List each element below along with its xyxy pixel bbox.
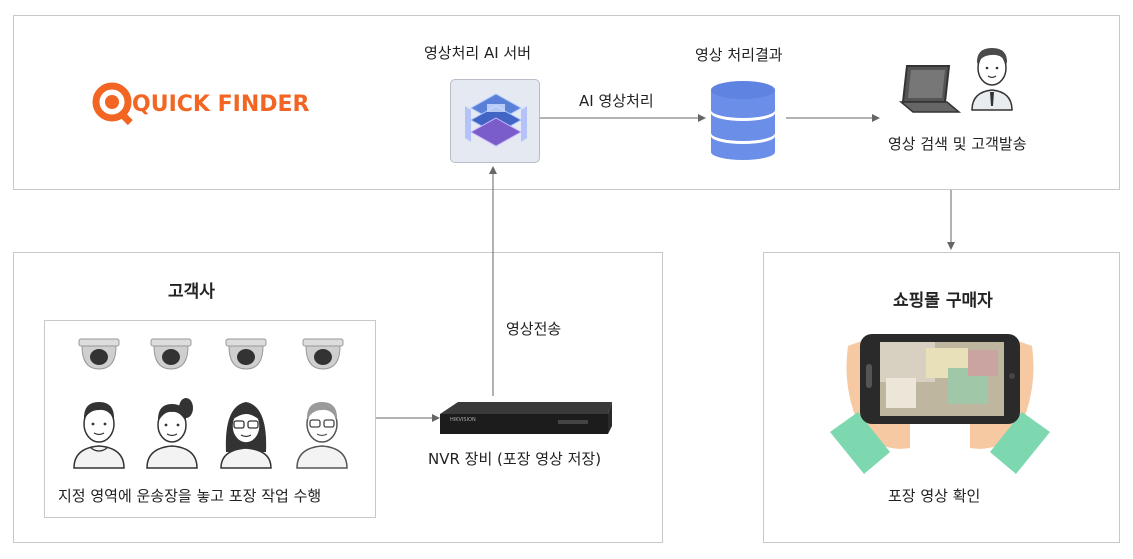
server-label: 영상처리 AI 서버 xyxy=(424,44,532,62)
man-avatar-icon xyxy=(971,48,1013,111)
arrow-ai-process xyxy=(540,114,706,122)
dome-camera-icon xyxy=(150,338,192,370)
ai-server-icon xyxy=(450,79,540,163)
quick-finder-logo: QUICK FINDER xyxy=(92,82,309,126)
worker-man-icon xyxy=(73,402,125,469)
arrow-to-search xyxy=(786,114,880,122)
magnifier-logo-icon xyxy=(92,82,133,126)
laptop-icon xyxy=(898,65,962,113)
result-label: 영상 처리결과 xyxy=(695,46,783,64)
arrow-to-buyer xyxy=(947,190,955,250)
dome-camera-icon xyxy=(302,338,344,370)
worker-elder-glasses-icon xyxy=(296,402,348,469)
search-send-label: 영상 검색 및 고객발송 xyxy=(888,135,1027,153)
nvr-device-icon xyxy=(440,402,612,434)
worker-woman-glasses-icon xyxy=(220,402,272,469)
nvr-brand: HIKVISION xyxy=(450,417,476,423)
instruction-label: 지정 영역에 운송장을 놓고 포장 작업 수행 xyxy=(58,487,322,505)
confirm-label: 포장 영상 확인 xyxy=(888,487,981,505)
database-icon xyxy=(711,81,775,160)
dome-camera-icon xyxy=(225,338,267,370)
ai-process-label: AI 영상처리 xyxy=(579,92,654,110)
arrow-to-server xyxy=(489,166,497,396)
nvr-label: NVR 장비 (포장 영상 저장) xyxy=(428,450,602,468)
worker-woman-ponytail-icon xyxy=(146,398,198,469)
arrow-to-nvr xyxy=(376,414,440,422)
dome-camera-icon xyxy=(78,338,120,370)
buyer-title: 쇼핑몰 구매자 xyxy=(893,291,993,311)
customer-title: 고객사 xyxy=(168,282,215,302)
transfer-label: 영상전송 xyxy=(506,320,562,338)
logo-text: QUICK FINDER xyxy=(132,92,310,117)
phone-in-hands-icon xyxy=(830,334,1050,474)
